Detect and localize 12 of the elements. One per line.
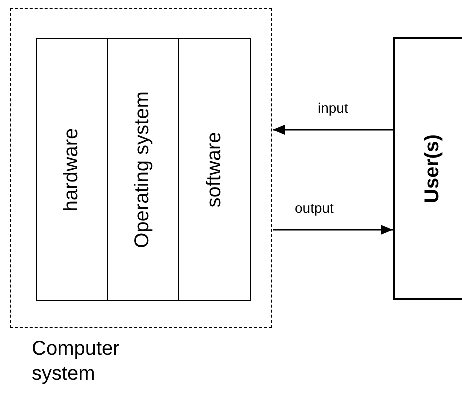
- layer-label: software: [203, 132, 226, 208]
- layer-label: hardware: [60, 128, 84, 212]
- user-label: User(s): [422, 134, 444, 203]
- arrow: [273, 125, 393, 135]
- arrow: [273, 225, 393, 235]
- edge-label: input: [318, 100, 348, 116]
- system-caption: Computer system: [32, 337, 121, 387]
- user-box: [393, 37, 462, 300]
- layer-column: [108, 38, 179, 301]
- layer-column: [179, 38, 251, 301]
- layer-label: Operating system: [132, 91, 154, 248]
- layer-column: [36, 38, 108, 301]
